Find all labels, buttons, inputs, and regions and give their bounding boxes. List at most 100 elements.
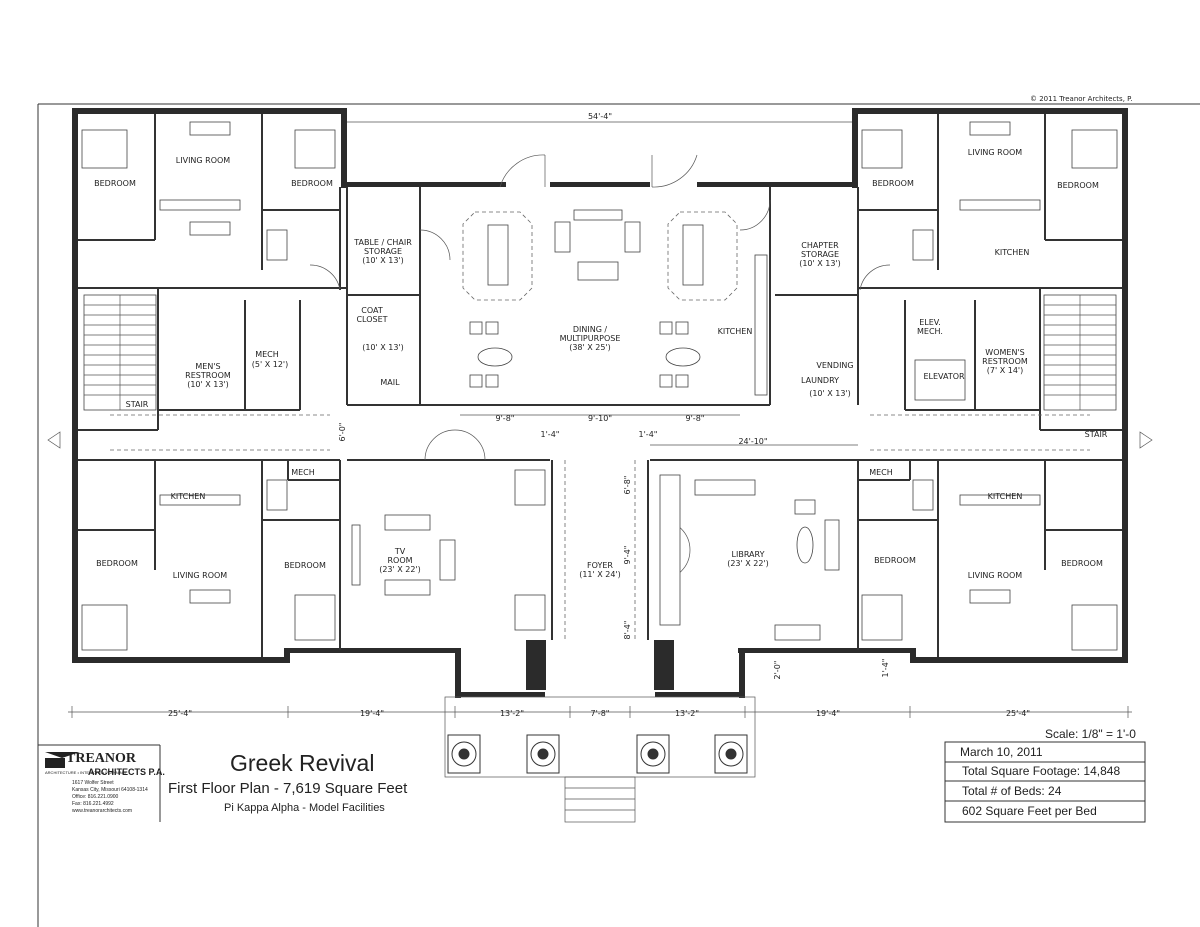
label-foyer: FOYER (587, 561, 613, 570)
corridor-lines (110, 414, 1090, 640)
label-tv: TV (394, 547, 406, 556)
dimension-labels: 54'-4" 9'-8" 9'-10" 9'-8" 1'-4" 1'-4" 24… (168, 112, 1030, 718)
dim-bottom-25-4-a: 25'-4" (168, 709, 192, 718)
label-mens-restroom: RESTROOM (185, 371, 231, 380)
firm-web: www.treanorarchitects.com (72, 808, 133, 814)
firm-phone: Office: 816.221.0900 (72, 794, 119, 800)
firm-address-1: 1617 Wolfer Street (72, 780, 114, 786)
label-table-chair-dim: (10' X 13') (362, 256, 404, 265)
firm-fax: Fax: 816.221.4992 (72, 801, 114, 807)
label-tv-room: ROOM (387, 556, 412, 565)
label-chapter-dim: (10' X 13') (799, 259, 841, 268)
interior-walls (78, 114, 1122, 657)
label-bedroom-5: BEDROOM (96, 559, 138, 568)
info-beds: Total # of Beds: 24 (962, 784, 1062, 798)
label-womens-dim: (7' X 14') (987, 366, 1023, 375)
label-mech-dim: (5' X 12') (252, 360, 288, 369)
portico (444, 696, 756, 823)
dim-9-8-b: 9'-8" (686, 414, 705, 423)
scale-text: Scale: 1/8" = 1'-0 (1045, 727, 1136, 741)
label-foyer-dim: (11' X 24') (579, 570, 621, 579)
label-laundry: LAUNDRY (801, 376, 839, 385)
dim-top: 54'-4" (588, 112, 612, 121)
dim-9-4: 9'-4" (623, 546, 632, 565)
label-bedroom-3: BEDROOM (872, 179, 914, 188)
label-mail: MAIL (380, 378, 400, 387)
dimension-lines (68, 121, 1132, 718)
dim-1-4-b: 1'-4" (639, 430, 658, 439)
label-bedroom-2: BEDROOM (291, 179, 333, 188)
label-stair-right: STAIR (1085, 430, 1108, 439)
label-elev: ELEV. (919, 318, 941, 327)
beds (81, 129, 1118, 651)
label-library: LIBRARY (732, 550, 765, 559)
firm-tagline: ARCHITECTURE • INTERIORS • PLANNING (45, 770, 126, 775)
label-mech-1: MECH (255, 350, 279, 359)
room-labels: LIVING ROOM BEDROOM BEDROOM LIVING ROOM … (94, 148, 1108, 580)
label-bedroom-7: BEDROOM (874, 556, 916, 565)
label-chapter-storage: STORAGE (801, 250, 839, 259)
label-table-chair-storage: STORAGE (364, 247, 402, 256)
label-closet: CLOSET (356, 315, 387, 324)
label-elevator: ELEVATOR (923, 372, 965, 381)
label-living-room-1: LIVING ROOM (176, 156, 231, 165)
info-total-sqft: Total Square Footage: 14,848 (962, 764, 1121, 778)
copyright-text: © 2011 Treanor Architects, P. (1030, 95, 1133, 103)
dim-bottom-19-4-b: 19'-4" (816, 709, 840, 718)
dim-6-0: 6'-0" (338, 423, 347, 442)
dining-furniture (462, 209, 768, 396)
label-kitchen-center: KITCHEN (718, 327, 753, 336)
dim-6-8: 6'-8" (623, 476, 632, 495)
label-bedroom-1: BEDROOM (94, 179, 136, 188)
label-coat: COAT (361, 306, 383, 315)
firm-subname: ARCHITECTS P.A. (88, 767, 165, 777)
dim-bottom-25-4-b: 25'-4" (1006, 709, 1030, 718)
label-kitchen-1: KITCHEN (995, 248, 1030, 257)
dim-1-4-c: 1'-4" (881, 659, 890, 678)
label-chapter: CHAPTER (801, 241, 839, 250)
dim-1-4-a: 1'-4" (541, 430, 560, 439)
title-block-frame (38, 741, 1146, 823)
dim-9-8-a: 9'-8" (496, 414, 515, 423)
dim-2-0: 2'-0" (773, 661, 782, 680)
label-kitchen-2: KITCHEN (171, 492, 206, 501)
label-laundry-dim: (10' X 13') (809, 389, 851, 398)
dim-bottom-19-4-a: 19'-4" (360, 709, 384, 718)
dim-8-4: 8'-4" (623, 621, 632, 640)
outer-walls (72, 108, 1128, 698)
firm-address-2: Kansas City, Missouri 64108-1314 (72, 787, 148, 793)
dim-bottom-13-2-a: 13'-2" (500, 709, 524, 718)
info-sqft-per-bed: 602 Square Feet per Bed (962, 804, 1097, 818)
label-womens: WOMEN'S (985, 348, 1024, 357)
tv-room-furniture (351, 469, 546, 631)
label-mens-dim: (10' X 13') (187, 380, 229, 389)
label-kitchen-3: KITCHEN (988, 492, 1023, 501)
dim-9-10: 9'-10" (588, 414, 612, 423)
info-date: March 10, 2011 (960, 745, 1043, 759)
label-stair-left: STAIR (126, 400, 149, 409)
project-name: Pi Kappa Alpha - Model Facilities (224, 802, 385, 814)
dim-bottom-7-8: 7'-8" (591, 709, 610, 718)
label-womens-restroom: RESTROOM (982, 357, 1028, 366)
label-dining-dim: (38' X 25') (569, 343, 611, 352)
stair-right (1043, 294, 1117, 411)
dim-24-10: 24'-10" (738, 437, 767, 446)
label-living-room-4: LIVING ROOM (968, 571, 1023, 580)
label-tv-dim: (23' X 22') (379, 565, 421, 574)
dim-bottom-13-2-b: 13'-2" (675, 709, 699, 718)
library-furniture (659, 474, 840, 641)
label-mech-3: MECH (869, 468, 893, 477)
label-coat-dim: (10' X 13') (362, 343, 404, 352)
label-living-room-3: LIVING ROOM (173, 571, 228, 580)
label-dining: DINING / (573, 325, 608, 334)
apartment-furniture (159, 121, 1041, 604)
label-bedroom-8: BEDROOM (1061, 559, 1103, 568)
treanor-logo (45, 752, 80, 768)
label-mech-2: MECH (291, 468, 315, 477)
label-library-dim: (23' X 22') (727, 559, 769, 568)
label-vending: VENDING (816, 361, 853, 370)
stair-left (83, 294, 157, 411)
drawing-subtitle: First Floor Plan - 7,619 Square Feet (168, 780, 408, 797)
entry-arrows (47, 431, 1153, 449)
